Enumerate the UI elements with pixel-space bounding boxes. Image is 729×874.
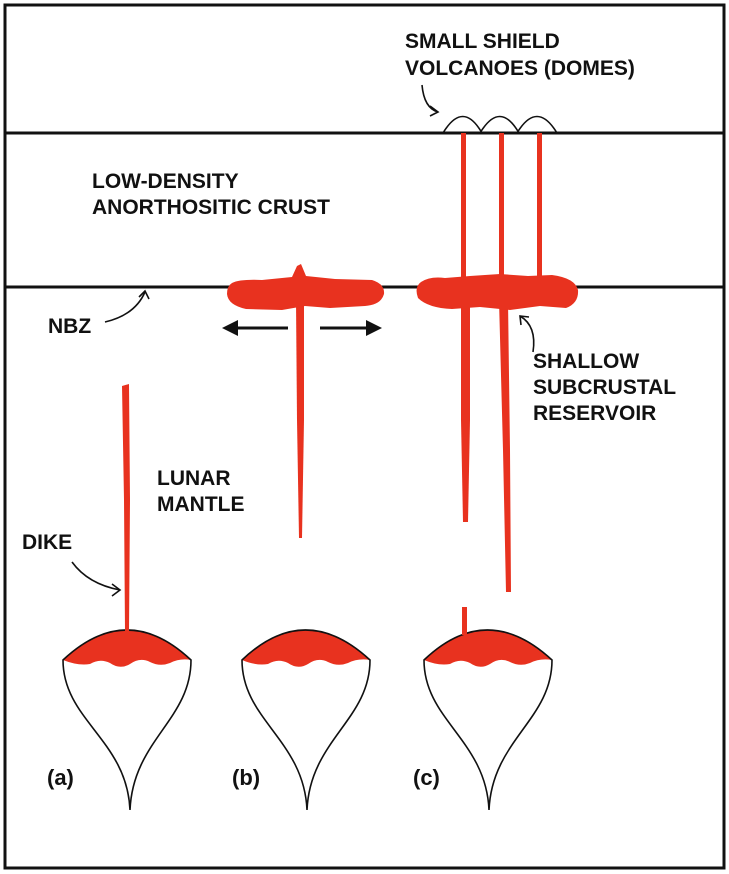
label-mantle-line1: LUNAR: [157, 467, 231, 490]
conduit-c-1: [461, 133, 466, 283]
diapir-b-outline: [241, 629, 371, 811]
shield-volcano-domes: [442, 115, 558, 134]
diapir-a: [62, 629, 192, 811]
dike-b: [296, 300, 304, 538]
label-crust-line2: ANORTHOSITIC CRUST: [92, 196, 330, 219]
dike-a: [122, 384, 130, 632]
label-crust-line1: LOW-DENSITY: [92, 170, 239, 193]
label-nbz: NBZ: [48, 315, 91, 338]
diapir-a-outline: [62, 629, 192, 811]
dome-3: [516, 115, 558, 134]
dome-1: [442, 115, 483, 134]
label-mantle-line2: MANTLE: [157, 493, 245, 516]
dike-c-left: [461, 300, 470, 522]
label-volcanoes-line2: VOLCANOES (DOMES): [405, 57, 635, 80]
diapir-a-magma-cap: [63, 630, 191, 667]
leader-reservoir: [519, 315, 535, 353]
panel-label-a: (a): [47, 765, 74, 790]
dome-2: [479, 115, 520, 134]
label-reservoir-line1: SHALLOW: [533, 350, 639, 373]
feeder-dike-c-stub: [462, 607, 467, 635]
sill-b: [227, 264, 385, 310]
spreading-arrow-right: [320, 320, 382, 336]
label-dike: DIKE: [22, 531, 72, 554]
diapir-b-magma-cap: [242, 630, 370, 667]
diapir-c-magma-cap: [424, 630, 552, 667]
dike-c-right: [499, 300, 511, 592]
label-reservoir-line2: SUBCRUSTAL: [533, 376, 676, 399]
conduit-c-2: [499, 133, 504, 283]
diapir-c: [423, 629, 553, 811]
label-reservoir-line3: RESERVOIR: [533, 402, 656, 425]
panel-label-c: (c): [413, 765, 440, 790]
panel-label-b: (b): [232, 765, 260, 790]
leader-volcanoes: [421, 84, 440, 117]
conduit-c-3: [537, 133, 542, 283]
label-volcanoes-line1: SMALL SHIELD: [405, 30, 560, 53]
leader-dike: [71, 561, 122, 597]
subcrustal-reservoir-c: [416, 274, 579, 310]
diapir-c-outline: [423, 629, 553, 811]
leader-nbz: [104, 289, 150, 323]
spreading-arrow-left: [222, 320, 288, 336]
diapir-b: [241, 629, 371, 811]
